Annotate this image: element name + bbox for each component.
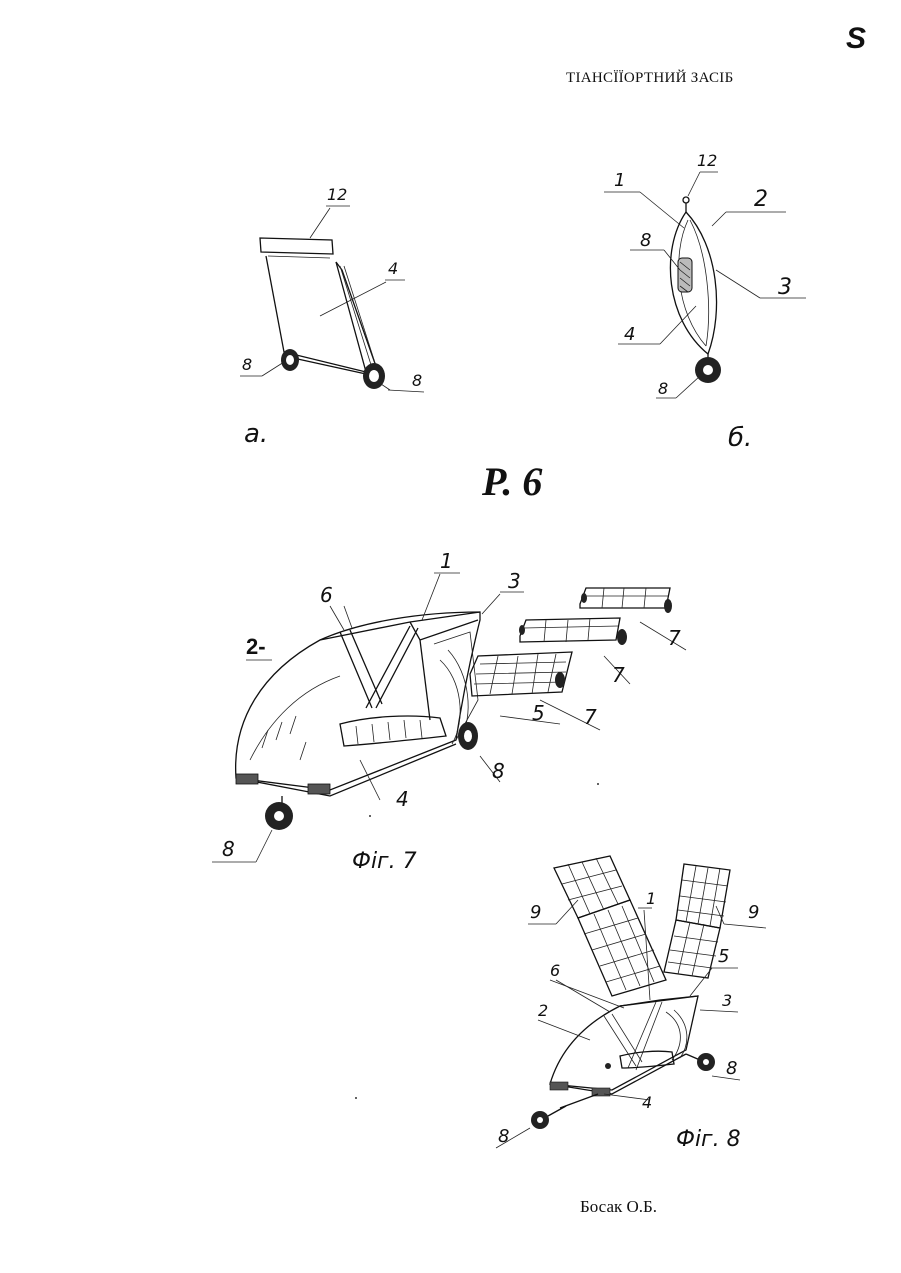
callout-6b-8: 8 xyxy=(640,230,651,251)
callout-7-2: 2- xyxy=(246,634,266,659)
callout-8-5: 5 xyxy=(718,946,729,967)
callout-6a-8-right: 8 xyxy=(412,371,422,390)
callout-6a-4: 4 xyxy=(388,259,398,278)
callout-6b-8-bottom: 8 xyxy=(658,379,668,398)
caption-fig-7: Фіг. 7 xyxy=(352,849,417,874)
author-name: Босак О.Б. xyxy=(580,1197,657,1217)
callout-8-6: 6 xyxy=(550,961,560,980)
callout-7-6: 6 xyxy=(320,583,333,607)
callout-7-5: 5 xyxy=(532,701,545,725)
callout-7-7-middle: 7 xyxy=(612,663,625,687)
callout-6b-3: 3 xyxy=(778,275,792,300)
figure-6b-drawing xyxy=(604,172,806,398)
callout-8-9-right: 9 xyxy=(748,902,759,923)
figure-7-drawing xyxy=(212,573,686,862)
callout-6b-12: 12 xyxy=(697,151,717,170)
callout-6a-8-left: 8 xyxy=(242,355,252,374)
callout-7-4: 4 xyxy=(396,787,409,811)
callout-8-9-left: 9 xyxy=(530,902,541,923)
callout-6a-12: 12 xyxy=(327,185,347,204)
callout-7-1: 1 xyxy=(440,549,453,573)
callout-8-1: 1 xyxy=(646,889,656,908)
figure-6-label: Р. 6 xyxy=(482,458,542,505)
callout-6b-4: 4 xyxy=(624,324,635,345)
callout-8-4: 4 xyxy=(642,1093,652,1112)
callout-8-3: 3 xyxy=(722,991,732,1010)
caption-6a: а. xyxy=(244,419,268,449)
callout-8-8-left: 8 xyxy=(498,1126,509,1147)
callout-6b-1: 1 xyxy=(614,170,625,191)
callout-8-8-right: 8 xyxy=(726,1058,737,1079)
callout-7-7-bottom: 7 xyxy=(584,705,597,729)
figure-6a-drawing xyxy=(240,206,424,392)
callout-7-8-rear: 8 xyxy=(492,759,505,783)
caption-fig-8: Фіг. 8 xyxy=(676,1127,741,1152)
callout-6b-2: 2 xyxy=(754,187,768,212)
callout-7-7-top: 7 xyxy=(668,626,681,650)
caption-6b: б. xyxy=(728,423,752,453)
callout-7-3: 3 xyxy=(508,569,521,593)
callout-7-8-front: 8 xyxy=(222,837,235,861)
callout-8-2: 2 xyxy=(538,1001,548,1020)
